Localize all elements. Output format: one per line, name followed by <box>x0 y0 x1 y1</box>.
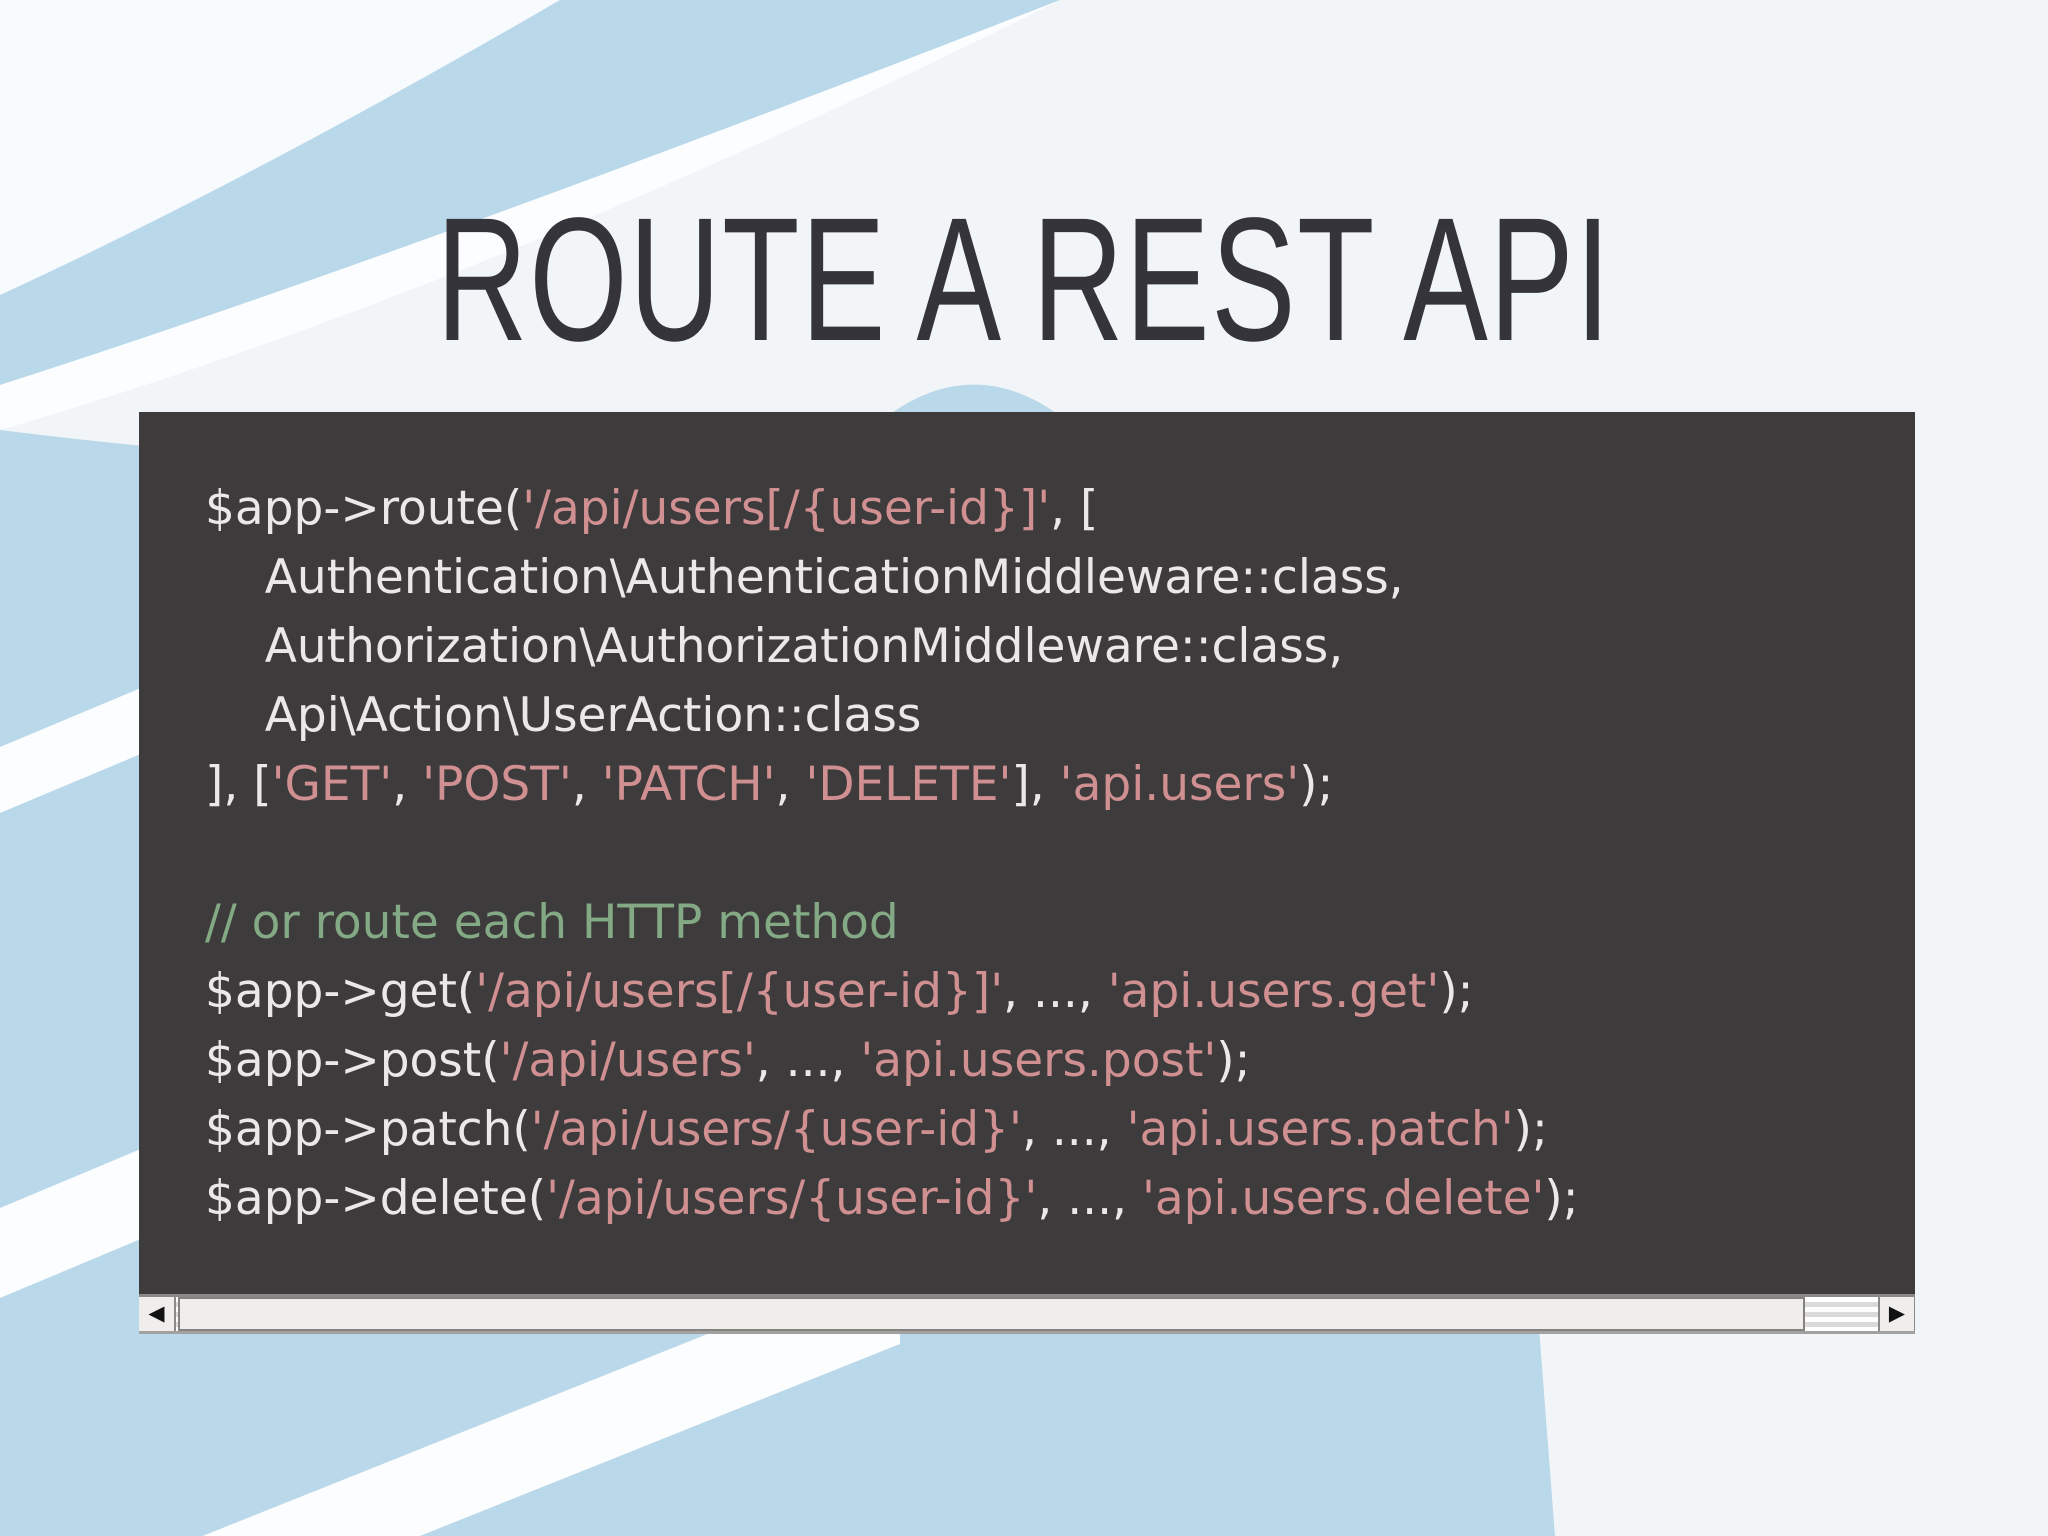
code-token: Authentication\AuthenticationMiddleware:… <box>205 550 1404 605</box>
horizontal-scrollbar: ◀ ▶ <box>139 1294 1915 1334</box>
scrollbar-right-button[interactable]: ▶ <box>1878 1297 1915 1331</box>
code-line: $app->get('/api/users[/{user-id}]', ...,… <box>205 957 1911 1026</box>
code-token: // or route each HTTP method <box>205 895 899 950</box>
code-token: '/api/users[/{user-id}]' <box>522 481 1051 536</box>
code-line: ], ['GET', 'POST', 'PATCH', 'DELETE'], '… <box>205 750 1911 819</box>
scrollbar-thumb[interactable] <box>178 1297 1805 1331</box>
code-line: Authorization\AuthorizationMiddleware::c… <box>205 612 1911 681</box>
scrollbar-right-arrow-icon: ▶ <box>1888 1300 1906 1325</box>
code-block: $app->route('/api/users[/{user-id}]', [ … <box>205 474 1911 1290</box>
code-token: '/api/users/{user-id}' <box>546 1171 1038 1226</box>
code-token: 'GET' <box>271 757 393 812</box>
code-token: $app->patch( <box>205 1102 531 1157</box>
code-token: ); <box>1513 1102 1548 1157</box>
code-token: , ..., <box>1037 1171 1142 1226</box>
code-token: 'POST' <box>422 757 572 812</box>
code-token: , <box>571 757 602 812</box>
code-token: $app->delete( <box>205 1171 547 1226</box>
code-line: Api\Action\UserAction::class <box>205 681 1911 750</box>
code-line: $app->post('/api/users', ..., 'api.users… <box>205 1026 1911 1095</box>
code-line: $app->patch('/api/users/{user-id}', ...,… <box>205 1095 1911 1164</box>
code-token: 'api.users.post' <box>860 1033 1217 1088</box>
code-token: 'api.users.delete' <box>1141 1171 1545 1226</box>
code-panel: $app->route('/api/users[/{user-id}]', [ … <box>139 412 1915 1334</box>
code-token: $app->post( <box>205 1033 500 1088</box>
code-token: , ..., <box>755 1033 861 1088</box>
code-token: , <box>392 757 423 812</box>
code-token: ], <box>1011 757 1060 812</box>
code-line: // or route each HTTP method <box>205 888 1911 957</box>
slide-title: ROUTE A REST API <box>436 182 1612 378</box>
code-token: , <box>775 757 806 812</box>
code-token: ], [ <box>205 757 272 812</box>
code-token: ); <box>1544 1171 1579 1226</box>
code-token: , [ <box>1050 481 1099 536</box>
code-token: 'PATCH' <box>601 757 776 812</box>
code-token: $app->get( <box>205 964 476 1019</box>
code-token: 'DELETE' <box>805 757 1012 812</box>
code-line: $app->route('/api/users[/{user-id}]', [ <box>205 474 1911 543</box>
code-line <box>205 819 1911 888</box>
code-token: , ..., <box>1003 964 1108 1019</box>
code-token: 'api.users.get' <box>1107 964 1440 1019</box>
scrollbar-left-arrow-icon: ◀ <box>148 1300 165 1325</box>
code-token: , ..., <box>1021 1102 1127 1157</box>
swoosh-band-top <box>0 0 1060 385</box>
swoosh-highlight-band <box>0 0 1060 430</box>
code-line: Authentication\AuthenticationMiddleware:… <box>205 543 1911 612</box>
corner-highlight <box>0 0 560 295</box>
code-token: '/api/users/{user-id}' <box>530 1102 1022 1157</box>
scrollbar-left-button[interactable]: ◀ <box>139 1297 176 1331</box>
code-token: 'api.users.patch' <box>1126 1102 1514 1157</box>
code-token: $app->route( <box>205 481 523 536</box>
code-token: ); <box>1299 757 1334 812</box>
code-token: Authorization\AuthorizationMiddleware::c… <box>205 619 1344 674</box>
code-line: $app->delete('/api/users/{user-id}', ...… <box>205 1164 1911 1233</box>
code-token: 'api.users' <box>1059 757 1300 812</box>
code-token: Api\Action\UserAction::class <box>205 688 922 743</box>
code-token: '/api/users[/{user-id}]' <box>475 964 1004 1019</box>
code-token: ); <box>1216 1033 1251 1088</box>
code-token: ); <box>1439 964 1474 1019</box>
code-token: '/api/users' <box>499 1033 756 1088</box>
